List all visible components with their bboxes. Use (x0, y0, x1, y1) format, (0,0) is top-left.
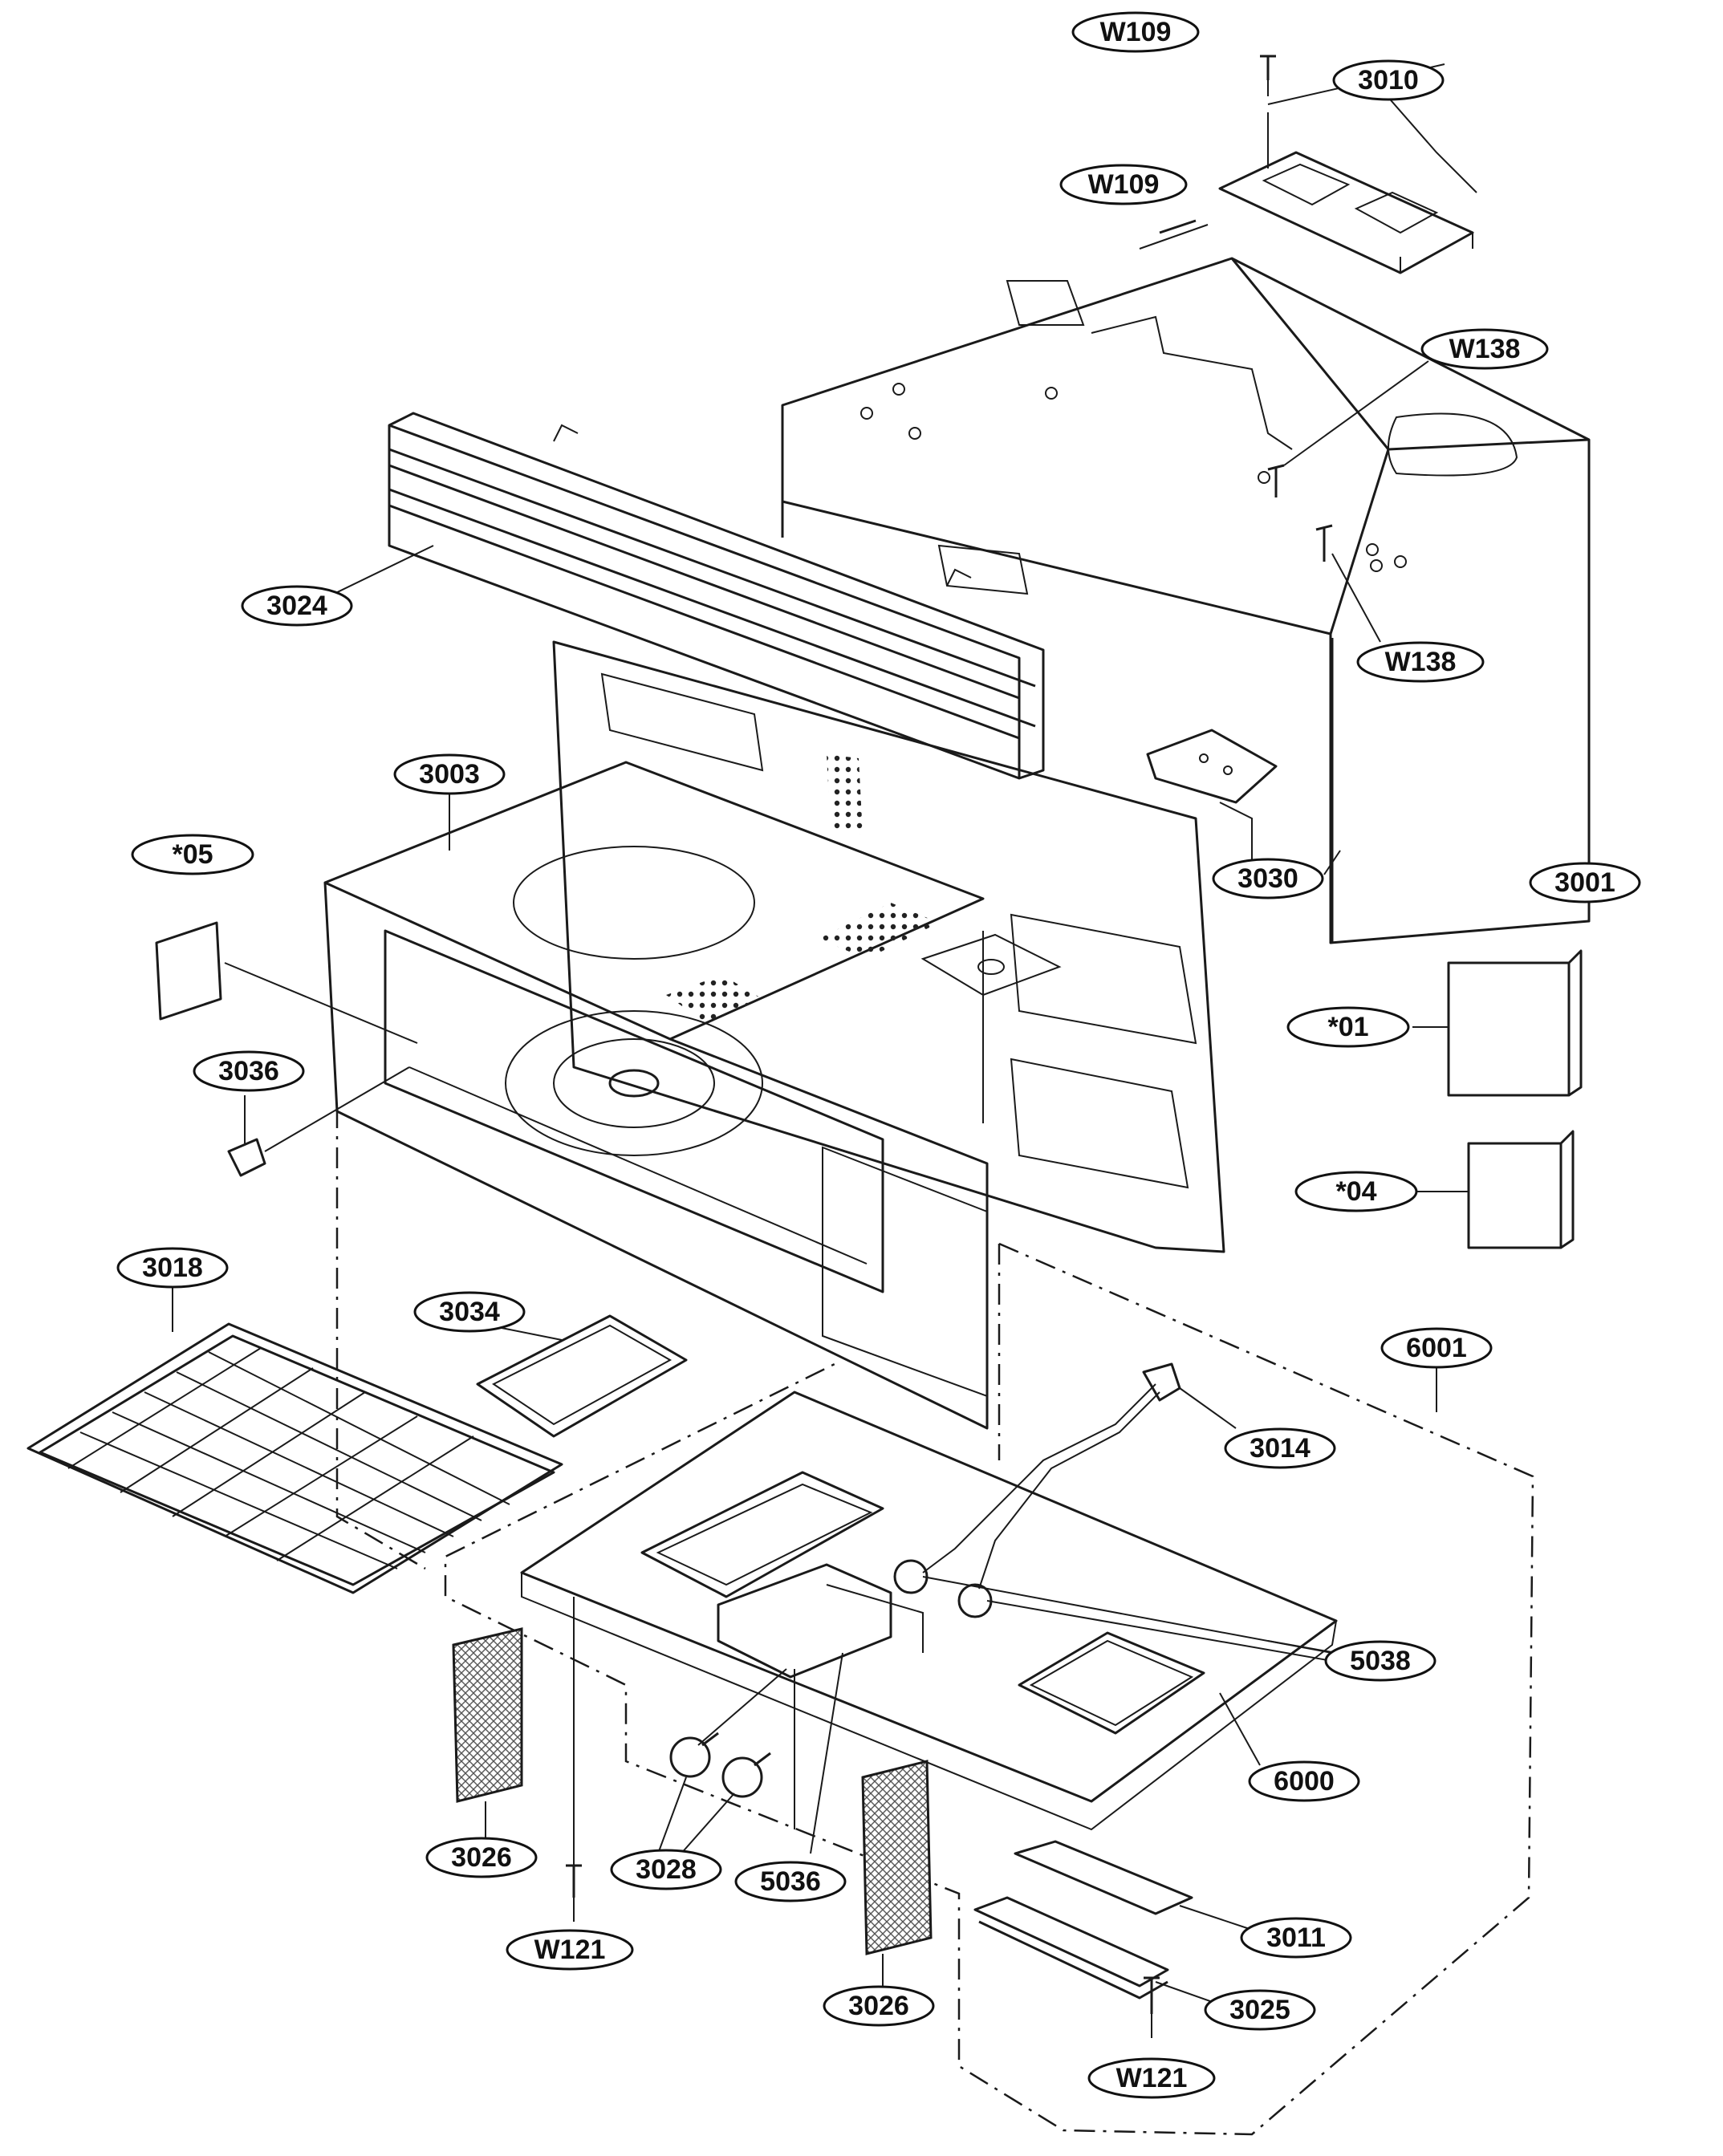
callout-04: *04 (1294, 1171, 1418, 1212)
callout-5036: 5036 (734, 1861, 847, 1902)
manual-04 (1467, 1130, 1575, 1249)
top-plate-3010 (1218, 151, 1474, 274)
panel-3011 (1014, 1840, 1193, 1915)
manual-01 (1447, 949, 1583, 1097)
callout-6001: 6001 (1380, 1327, 1493, 1369)
svg-text:W138: W138 (1385, 647, 1457, 677)
callout-w138-mid: W138 (1356, 641, 1485, 683)
svg-text:W121: W121 (534, 1935, 606, 1965)
svg-text:*01: *01 (1327, 1012, 1368, 1042)
latch-3036 (227, 1138, 266, 1177)
svg-text:3026: 3026 (451, 1842, 512, 1873)
rack-3018 (26, 1322, 563, 1594)
filter-3026-bottom (861, 1760, 933, 1955)
callout-3024: 3024 (241, 585, 353, 627)
callout-3026-bottom: 3026 (823, 1985, 935, 2027)
harness-3014 (893, 1362, 1181, 1618)
screw-w109-top (1260, 55, 1276, 80)
callout-3018: 3018 (116, 1247, 229, 1289)
callout-01: *01 (1286, 1006, 1410, 1048)
callout-w109-top: W109 (1071, 11, 1200, 53)
svg-text:*04: *04 (1335, 1176, 1376, 1207)
svg-text:3025: 3025 (1229, 1995, 1290, 2025)
callout-3003: 3003 (393, 753, 506, 795)
filter-3026-left (452, 1627, 523, 1803)
svg-text:3010: 3010 (1358, 65, 1419, 95)
callout-3010: 3010 (1332, 59, 1445, 101)
svg-text:*05: *05 (172, 839, 213, 870)
callout-3028: 3028 (610, 1849, 722, 1890)
label-05 (155, 921, 222, 1021)
screw-w138-a (1267, 464, 1285, 497)
cover-3034 (476, 1314, 688, 1438)
svg-text:3011: 3011 (1266, 1923, 1326, 1953)
svg-text:3034: 3034 (439, 1297, 500, 1327)
svg-text:W121: W121 (1116, 2063, 1188, 2093)
svg-text:6000: 6000 (1274, 1766, 1335, 1797)
callout-3001: 3001 (1529, 862, 1641, 903)
callout-w138-top: W138 (1420, 328, 1549, 370)
screw-w138-b (1315, 524, 1333, 562)
svg-text:3018: 3018 (142, 1253, 203, 1283)
assembly-boundary-6001 (444, 1242, 1534, 2136)
callout-w121-left: W121 (506, 1929, 634, 1971)
tray-3025 (973, 1896, 1169, 2000)
svg-text:3003: 3003 (419, 759, 480, 790)
callout-w121-bottom: W121 (1087, 2057, 1216, 2099)
svg-text:3014: 3014 (1250, 1433, 1311, 1464)
svg-text:5038: 5038 (1350, 1646, 1411, 1676)
lamp-bracket-5036 (717, 1563, 924, 1679)
callout-3011: 3011 (1240, 1917, 1352, 1959)
svg-text:3036: 3036 (218, 1056, 279, 1086)
bracket-3030 (1146, 729, 1278, 804)
base-plate-6000 (520, 1391, 1338, 1831)
svg-text:W138: W138 (1449, 334, 1521, 364)
callout-5038: 5038 (1324, 1640, 1437, 1682)
svg-text:5036: 5036 (760, 1866, 821, 1897)
svg-text:W109: W109 (1088, 169, 1160, 200)
svg-text:3028: 3028 (636, 1854, 697, 1885)
callout-3014: 3014 (1224, 1427, 1336, 1469)
outer-case-3001 (781, 257, 1591, 944)
bulbs-3028 (669, 1732, 771, 1798)
callout-3030: 3030 (1212, 858, 1324, 899)
svg-text:3001: 3001 (1554, 867, 1615, 898)
svg-text:3030: 3030 (1237, 863, 1298, 894)
callout-3034: 3034 (413, 1291, 526, 1333)
callout-w109-mid: W109 (1059, 164, 1188, 205)
callout-3025: 3025 (1204, 1989, 1316, 2031)
callout-3036: 3036 (193, 1050, 305, 1092)
grille-3024 (388, 412, 1045, 780)
screw-w109-mid (1159, 219, 1197, 234)
svg-text:6001: 6001 (1406, 1333, 1467, 1363)
svg-text:3026: 3026 (848, 1991, 909, 2021)
callout-6000: 6000 (1248, 1760, 1360, 1802)
svg-text:W109: W109 (1100, 17, 1172, 47)
cavity-3003 (323, 640, 1225, 1430)
screw-w121-left (566, 1864, 582, 1898)
callout-3026-left: 3026 (425, 1837, 538, 1878)
callout-05: *05 (131, 834, 254, 875)
svg-text:3024: 3024 (266, 591, 327, 621)
